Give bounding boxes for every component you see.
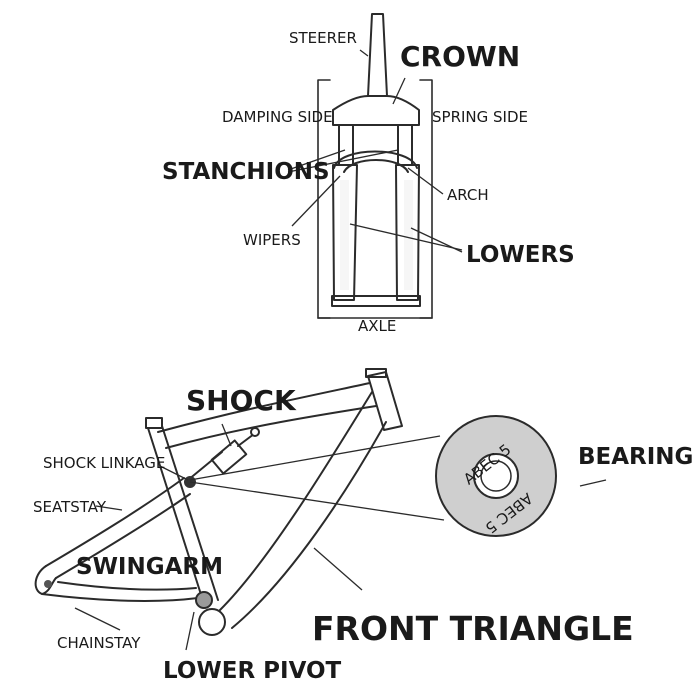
label-axle: AXLE bbox=[358, 317, 396, 335]
label-shock: SHOCK bbox=[186, 384, 297, 417]
seatstay-tube bbox=[45, 477, 185, 567]
fork-crown bbox=[332, 95, 420, 126]
label-arch: ARCH bbox=[447, 186, 489, 204]
lower-right bbox=[395, 164, 420, 301]
label-damping-side: DAMPING SIDE bbox=[222, 108, 333, 126]
rear-shock bbox=[210, 439, 248, 475]
down-tube bbox=[219, 391, 373, 611]
label-steerer: STEERER bbox=[289, 29, 357, 47]
head-tube bbox=[367, 371, 403, 431]
top-tube bbox=[157, 382, 371, 433]
label-wipers: WIPERS bbox=[243, 231, 301, 249]
bottom-bracket bbox=[198, 608, 226, 636]
label-seatstay: SEATSTAY bbox=[33, 498, 107, 516]
label-shock-linkage: SHOCK LINKAGE bbox=[43, 454, 165, 472]
axle bbox=[331, 295, 421, 307]
label-stanchions: STANCHIONS bbox=[162, 159, 330, 185]
label-crown: CROWN bbox=[400, 40, 520, 73]
label-bearing: BEARING bbox=[578, 444, 693, 470]
steerer-tube bbox=[367, 13, 388, 97]
label-lowers: LOWERS bbox=[466, 242, 575, 268]
frame-illustration: ABEC 5 ABEC 5 SHOCK SHOCK LINKAGE SEATST… bbox=[33, 368, 693, 684]
seat-tube bbox=[147, 427, 205, 605]
label-chainstay: CHAINSTAY bbox=[57, 634, 141, 652]
label-front-triangle: FRONT TRIANGLE bbox=[312, 609, 634, 648]
lower-pivot-point bbox=[195, 591, 213, 609]
chainstay-tube bbox=[41, 593, 199, 602]
rear-dropout bbox=[34, 565, 57, 595]
label-lower-pivot: LOWER PIVOT bbox=[163, 658, 342, 684]
label-swingarm: SWINGARM bbox=[76, 554, 223, 580]
lower-left bbox=[332, 164, 358, 301]
label-spring-side: SPRING SIDE bbox=[432, 108, 528, 126]
fork-illustration: STEERER CROWN DAMPING SIDE SPRING SIDE S… bbox=[162, 13, 575, 335]
